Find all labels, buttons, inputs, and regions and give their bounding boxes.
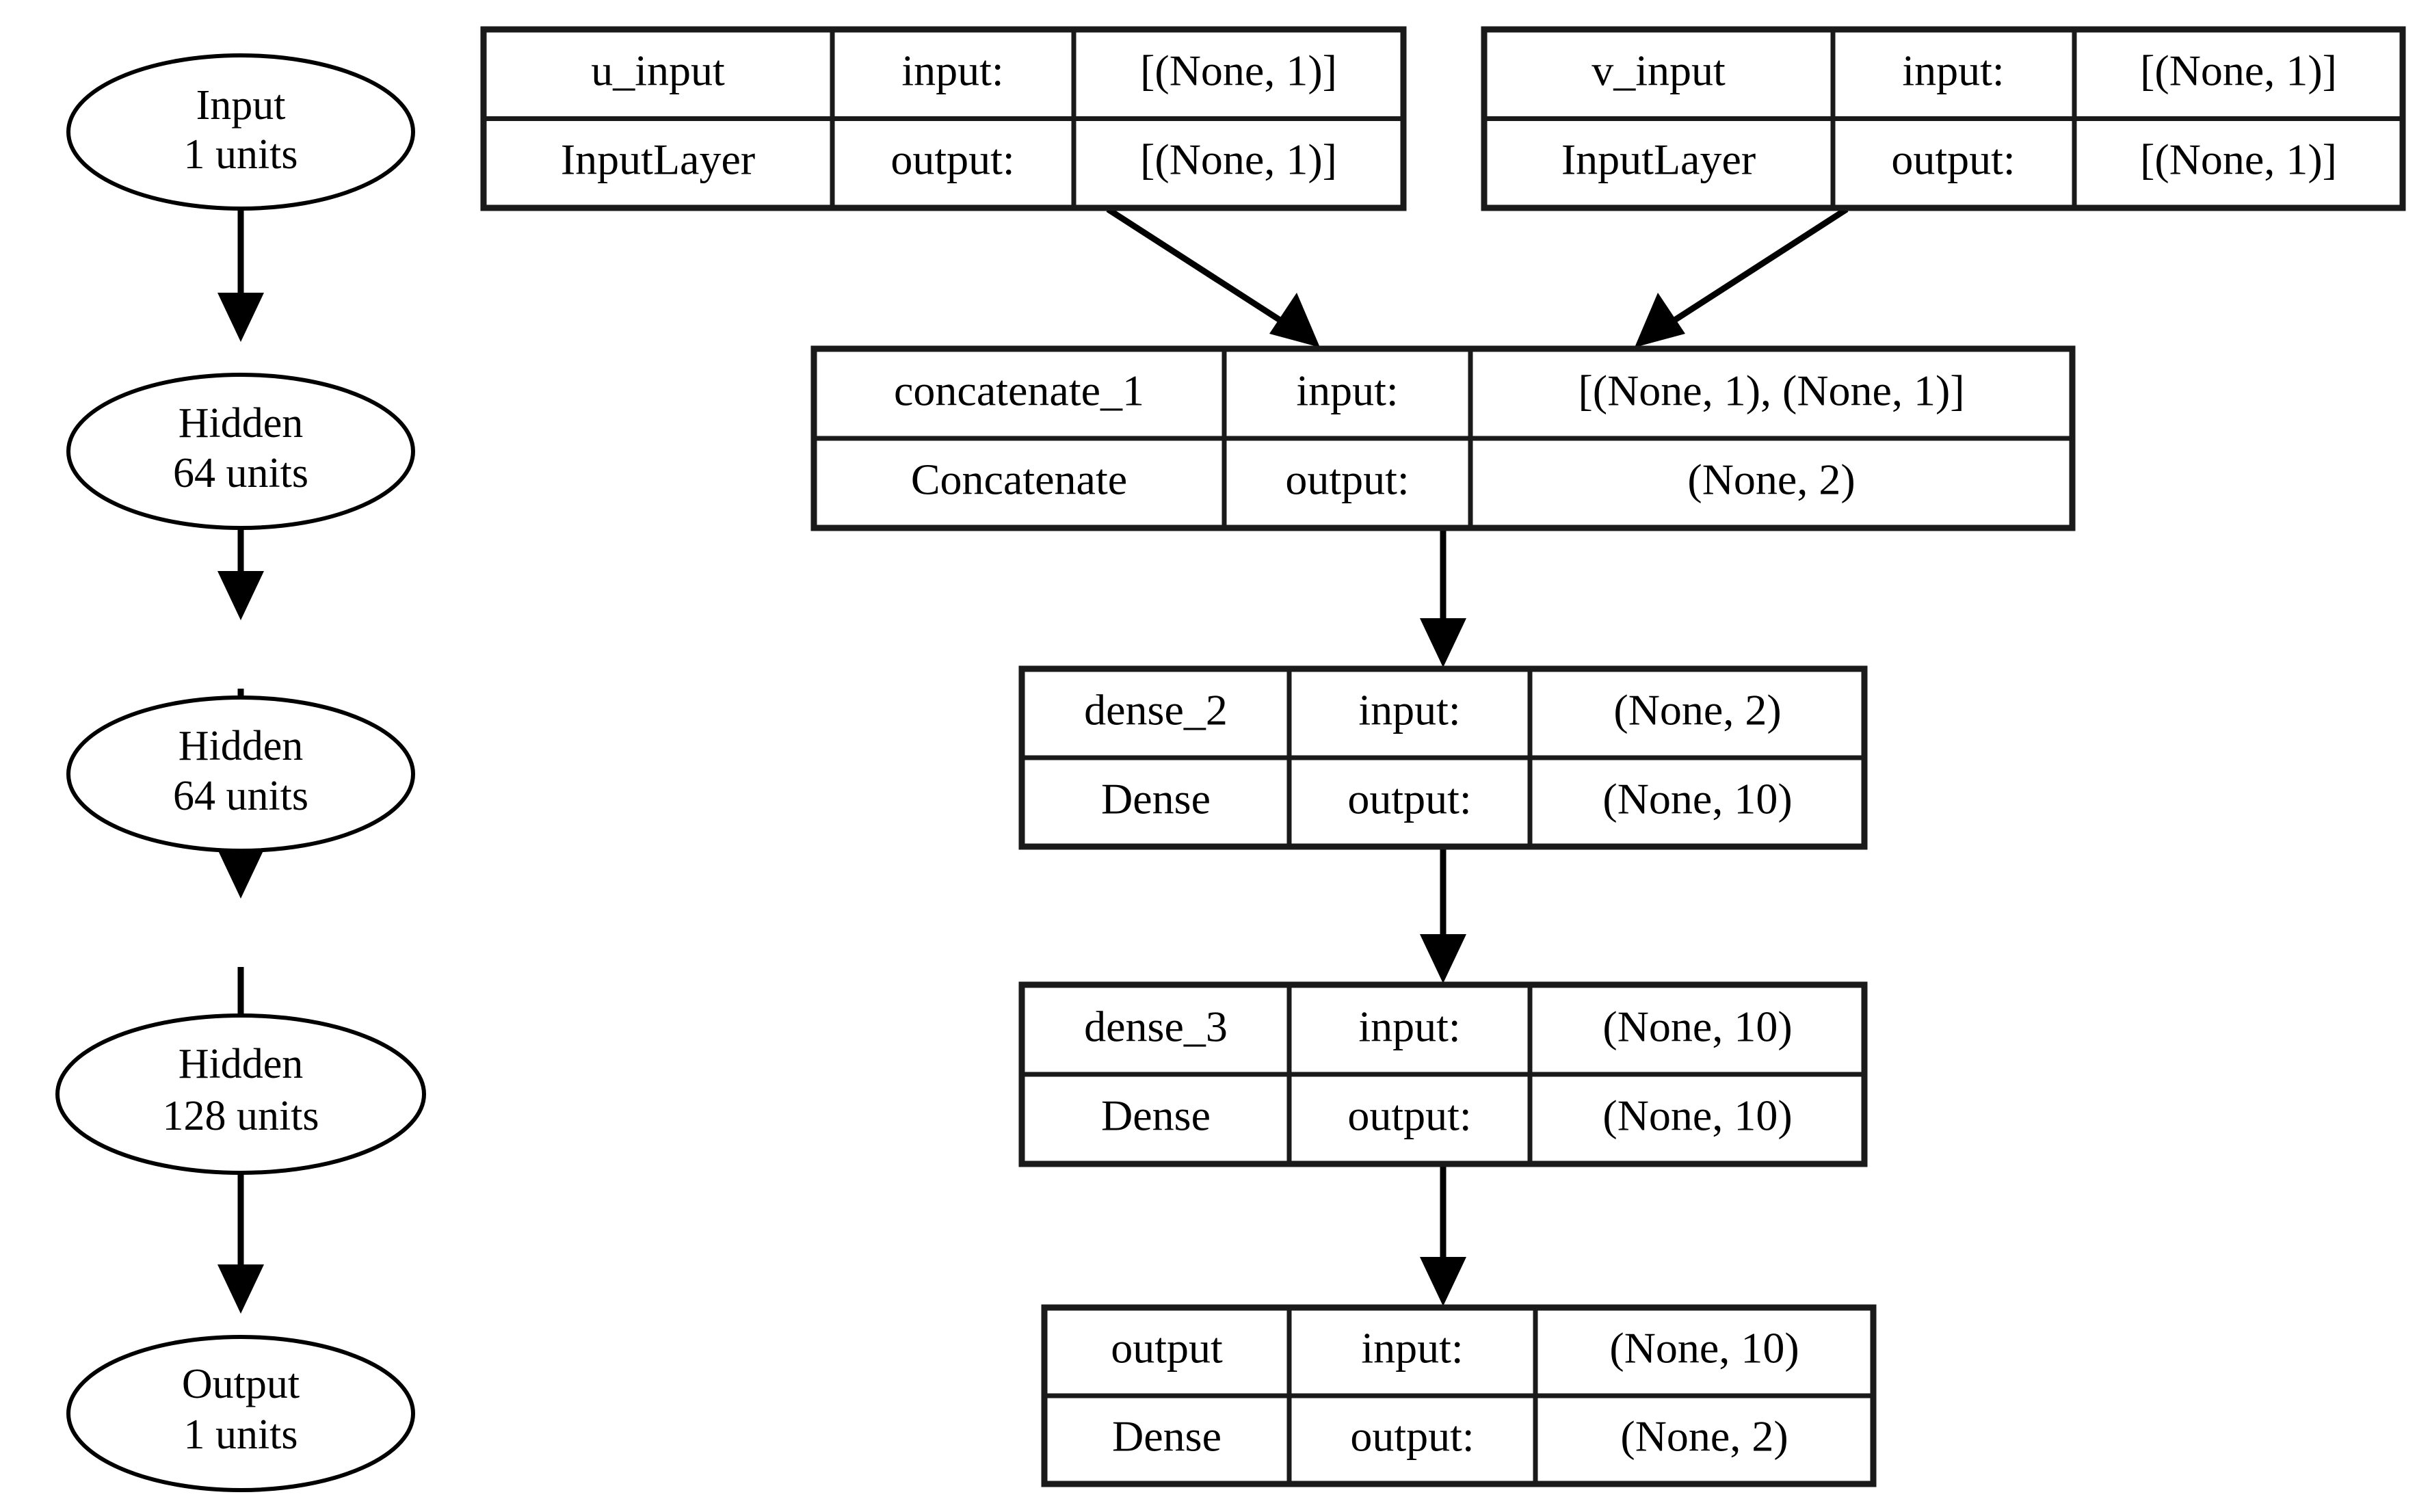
layer-box-v-input[interactable]: v_input InputLayer input: output: [(None… — [1481, 26, 2406, 211]
layer-class-output: Dense — [1112, 1412, 1221, 1461]
layer-class-dense-3: Dense — [1101, 1091, 1211, 1140]
right-edge-concat-to-dense2 — [1420, 529, 1466, 667]
layer-box-output[interactable]: output Dense input: output: (None, 10) (… — [1041, 1304, 1877, 1487]
layer-output-label-dense-2: output: — [1347, 775, 1471, 823]
layer-output-shape-dense-3: (None, 10) — [1602, 1091, 1792, 1140]
layer-input-shape-output: (None, 10) — [1609, 1324, 1799, 1372]
layer-input-label-concatenate-1: input: — [1296, 367, 1398, 415]
left-node-input-line2: 1 units — [183, 131, 298, 178]
left-node-hidden1[interactable]: Hidden 64 units — [66, 373, 415, 530]
left-node-hidden3-line2: 128 units — [162, 1093, 319, 1139]
left-node-hidden3[interactable]: Hidden 128 units — [55, 1013, 426, 1175]
left-sequential-graph: Input 1 units Hidden 64 units Hidden 64 … — [55, 53, 426, 1492]
layer-input-label-dense-3: input: — [1358, 1003, 1460, 1051]
layer-input-shape-dense-2: (None, 2) — [1613, 686, 1781, 734]
layer-box-dense-3[interactable]: dense_3 Dense input: output: (None, 10) … — [1018, 981, 1868, 1167]
right-edge-uinput-to-concat — [1106, 207, 1320, 347]
layer-output-shape-v-input: [(None, 1)] — [2140, 135, 2337, 184]
left-node-output[interactable]: Output 1 units — [66, 1335, 415, 1492]
left-node-hidden2-line1: Hidden — [179, 723, 304, 769]
layer-name-v-input: v_input — [1592, 47, 1726, 95]
layer-output-label-concatenate-1: output: — [1285, 455, 1409, 504]
layer-name-output: output — [1111, 1324, 1223, 1372]
layer-output-label-dense-3: output: — [1347, 1091, 1471, 1140]
layer-name-concatenate-1: concatenate_1 — [894, 367, 1144, 415]
left-node-hidden2[interactable]: Hidden 64 units — [66, 695, 415, 853]
layer-class-u-input: InputLayer — [561, 135, 755, 184]
layer-class-concatenate-1: Concatenate — [911, 455, 1127, 504]
layer-input-label-v-input: input: — [1902, 47, 2004, 95]
layer-class-v-input: InputLayer — [1561, 135, 1756, 184]
left-node-hidden3-line1: Hidden — [179, 1041, 304, 1087]
layer-output-shape-output: (None, 2) — [1620, 1412, 1788, 1461]
layer-output-label-u-input: output: — [890, 135, 1014, 184]
left-node-input-line1: Input — [196, 82, 286, 129]
layer-output-shape-u-input: [(None, 1)] — [1140, 135, 1337, 184]
left-node-input[interactable]: Input 1 units — [66, 53, 415, 211]
layer-input-label-output: input: — [1361, 1324, 1463, 1372]
layer-output-shape-concatenate-1: (None, 2) — [1687, 455, 1855, 504]
left-node-hidden1-line1: Hidden — [179, 400, 304, 447]
layer-input-label-u-input: input: — [901, 47, 1003, 95]
left-node-hidden1-line2: 64 units — [173, 450, 308, 496]
left-node-output-line1: Output — [182, 1361, 300, 1407]
layer-box-concatenate-1[interactable]: concatenate_1 Concatenate input: output:… — [810, 345, 2076, 531]
right-edge-dense3-to-output — [1420, 1164, 1466, 1306]
layer-output-shape-dense-2: (None, 10) — [1602, 775, 1792, 823]
layer-output-label-v-input: output: — [1891, 135, 2015, 184]
layer-output-label-output: output: — [1350, 1412, 1474, 1461]
layer-name-dense-2: dense_2 — [1084, 686, 1228, 734]
left-node-hidden2-line2: 64 units — [173, 773, 308, 819]
layer-input-shape-u-input: [(None, 1)] — [1140, 47, 1337, 95]
layer-class-dense-2: Dense — [1101, 775, 1211, 823]
layer-name-u-input: u_input — [591, 47, 725, 95]
layer-input-shape-dense-3: (None, 10) — [1602, 1003, 1792, 1051]
right-edge-dense2-to-dense3 — [1420, 848, 1466, 983]
layer-input-label-dense-2: input: — [1358, 686, 1460, 734]
layer-input-shape-concatenate-1: [(None, 1), (None, 1)] — [1578, 367, 1964, 415]
layer-input-shape-v-input: [(None, 1)] — [2140, 47, 2337, 95]
layer-box-u-input[interactable]: u_input InputLayer input: output: [(None… — [480, 26, 1407, 211]
layer-box-dense-2[interactable]: dense_2 Dense input: output: (None, 2) (… — [1018, 665, 1868, 850]
left-node-output-line2: 1 units — [183, 1411, 298, 1458]
layer-name-dense-3: dense_3 — [1084, 1003, 1228, 1051]
right-edge-vinput-to-concat — [1635, 207, 1849, 347]
right-keras-graph: u_input InputLayer input: output: [(None… — [480, 26, 2406, 1487]
